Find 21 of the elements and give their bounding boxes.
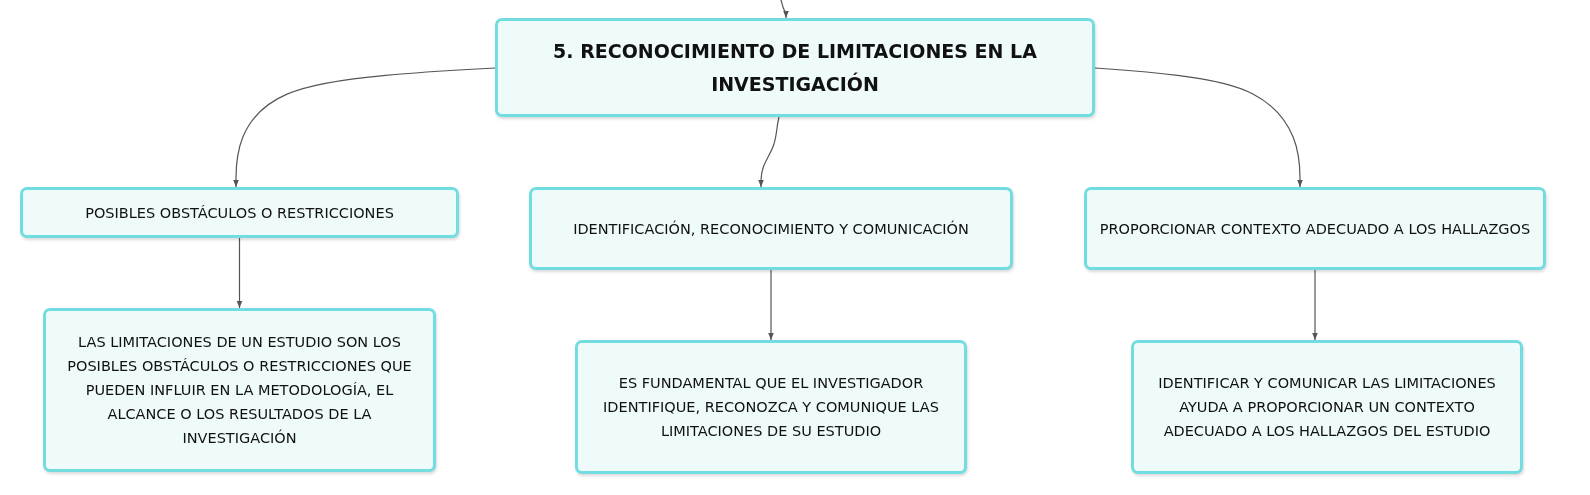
connector-arrow [236,237,243,309]
topic-title: 5. RECONOCIMIENTO DE LIMITACIONES EN LA INVESTIGACIÓN [552,38,1038,97]
connector-arrow [1094,67,1303,188]
connector-arrow [768,269,774,341]
topic-text: IDENTIFICACIÓN, RECONOCIMIENTO Y COMUNICACIÓN [573,219,969,239]
connector-arrow [758,116,780,188]
subtopic-box [1131,340,1523,474]
subtopic-box [575,340,967,474]
connector-arrow [779,0,789,19]
connector-arrow [1312,269,1318,341]
topic-text: LAS LIMITACIONES DE UN ESTUDIO SON LOS POSIBLES OBSTÁCULOS O RESTRICCIONES QUE PUEDEN INFLUIR EN LA METODOLOGÍA, EL ALCANCE O LOS RESULTADOS DE LA INVESTIGACIÓN [66,333,413,448]
topic-text: ES FUNDAMENTAL QUE EL INVESTIGADOR IDENTIFIQUE, RECONOZCA Y COMUNIQUE LAS LIMITACIONES DE SU ESTUDIO [602,374,940,441]
subtopic-box [20,187,459,238]
topic-box [495,18,1095,117]
subtopic-box [1084,187,1546,270]
topic-text: IDENTIFICAR Y COMUNICAR LAS LIMITACIONES AYUDA A PROPORCIONAR UN CONTEXTO ADECUADO A LOS HALLAZGOS DEL ESTUDIO [1157,374,1497,441]
topic-text: POSIBLES OBSTÁCULOS O RESTRICCIONES [85,203,394,223]
subtopic-box [43,308,436,472]
subtopic-box [529,187,1013,270]
topic-text: PROPORCIONAR CONTEXTO ADECUADO A LOS HALLAZGOS [1099,219,1531,239]
connector-arrow [233,67,496,188]
